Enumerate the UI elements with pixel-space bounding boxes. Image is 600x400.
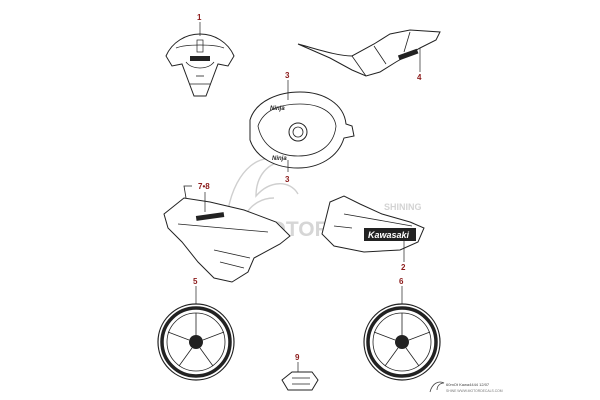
footer-line-1: 60mOt Kawa4444 12/07 [446, 382, 490, 387]
footer-stamp: 60mOt Kawa4444 12/07 SHINE WWW.MOTORDECA… [429, 381, 503, 393]
callout-4: 4 [417, 73, 422, 82]
callout-1: 1 [197, 13, 202, 22]
part-seat-cowl [297, 29, 441, 77]
part-front-wheel [157, 303, 235, 381]
part-emblem [281, 371, 319, 391]
part-fuel-tank: Ninja Ninja [249, 91, 355, 169]
callout-3-bottom: 3 [285, 175, 290, 184]
part-side-fairing [163, 185, 291, 283]
part-upper-cowl [165, 33, 235, 97]
footer-line-2: SHINE WWW.MOTORDECALS.COM [446, 389, 503, 393]
callout-3-top: 3 [285, 71, 290, 80]
watermark-tag: SHINING [384, 202, 422, 212]
footer-bird-icon [429, 381, 445, 393]
callout-7-8: 7•8 [198, 182, 210, 191]
part-lower-fairing: Kawasaki [321, 195, 425, 253]
leader-lines [195, 22, 421, 372]
callouts: 1 2 3 3 4 5 6 7•8 9 [193, 13, 422, 362]
callout-6: 6 [399, 277, 404, 286]
tank-decal-ninja-bottom: Ninja [272, 156, 287, 162]
tank-decal-ninja-top: Ninja [270, 106, 285, 112]
lower-fairing-brand-decal: Kawasaki [368, 230, 410, 240]
callout-5: 5 [193, 277, 198, 286]
callout-2: 2 [401, 263, 406, 272]
callout-9: 9 [295, 353, 300, 362]
part-rear-wheel [363, 303, 441, 381]
